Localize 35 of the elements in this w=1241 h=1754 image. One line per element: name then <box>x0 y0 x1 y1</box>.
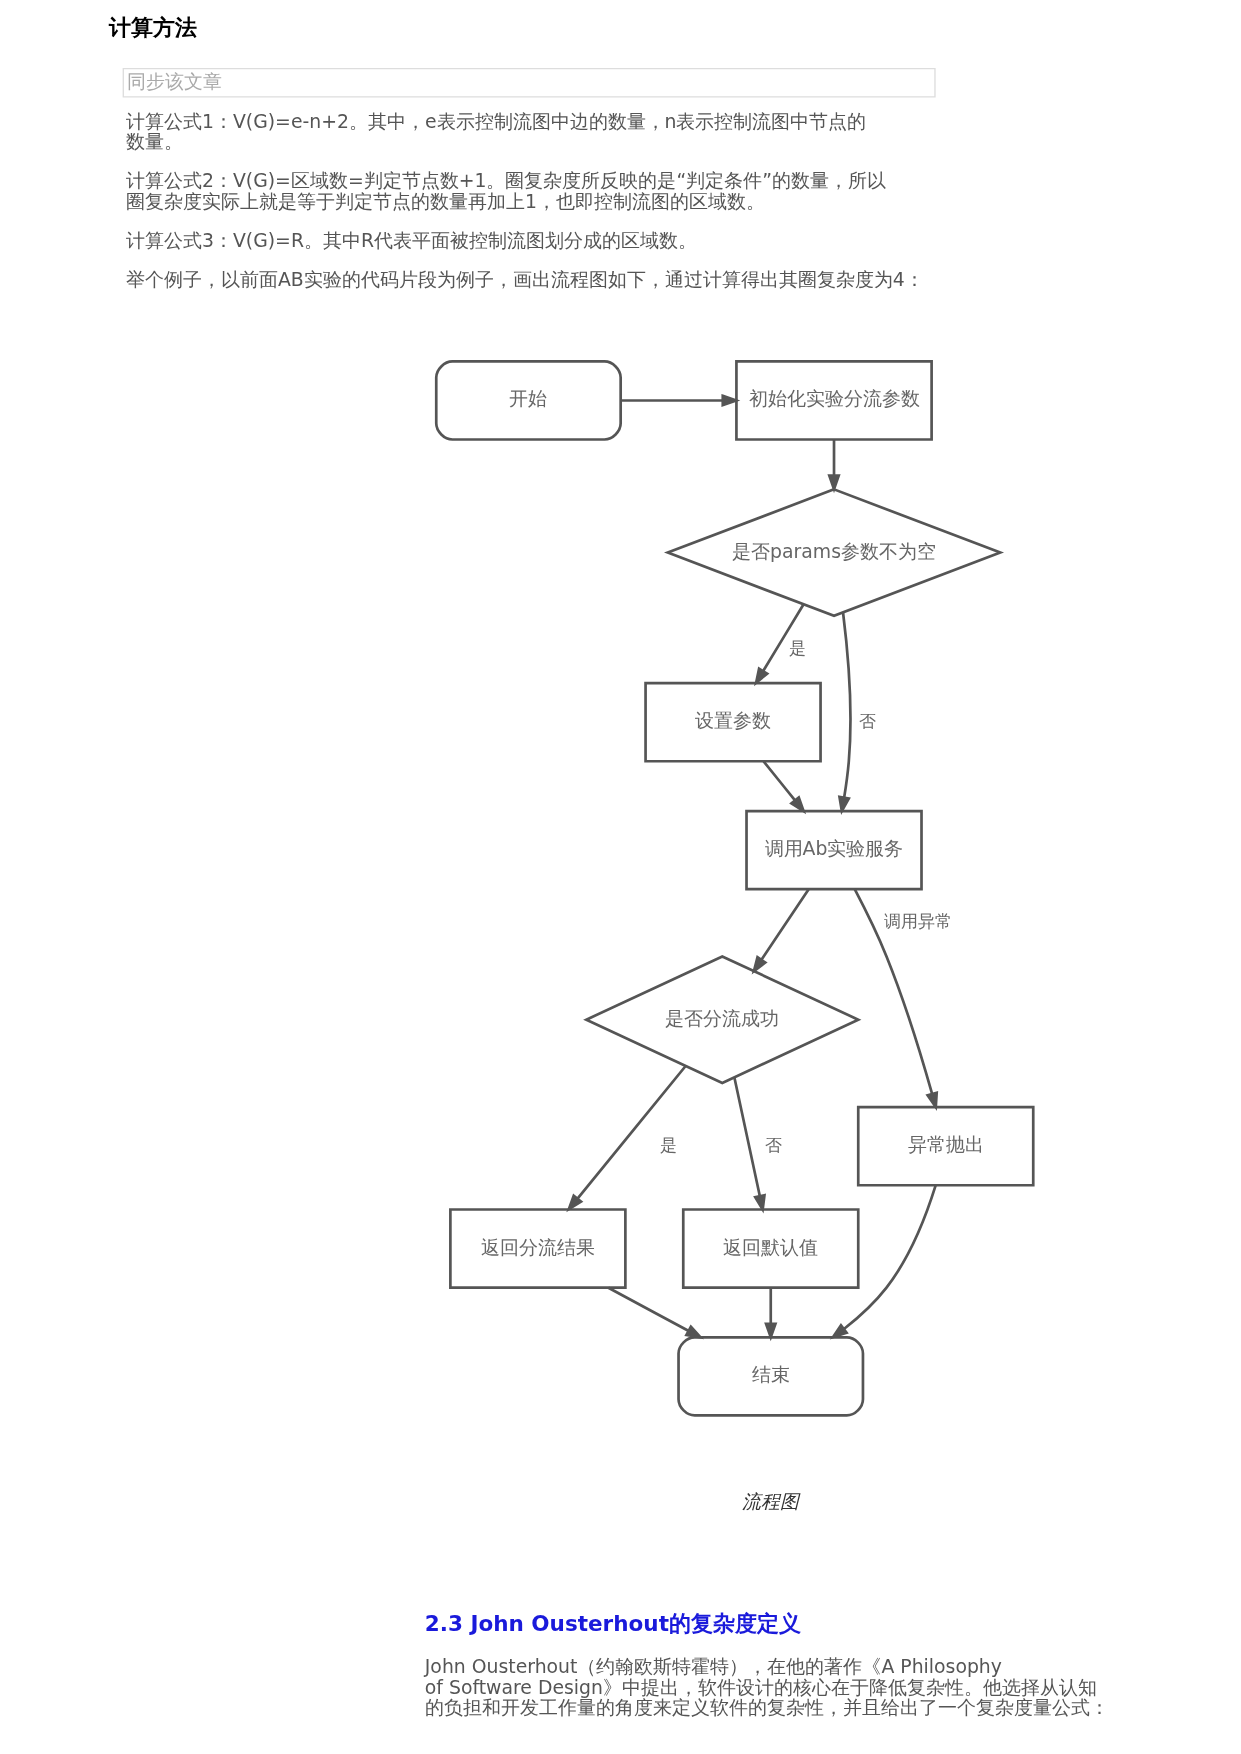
node-box: 结束 <box>676 1336 864 1417</box>
arrow <box>763 1287 777 1342</box>
node-diamond: 是否params参数不为空 <box>663 487 1004 618</box>
arrow <box>732 1077 766 1214</box>
node-box: 设置参数 <box>643 681 822 763</box>
label: 同步该文章 <box>126 70 222 92</box>
edge-label: 调用异常 <box>883 911 952 932</box>
caption: 流程图 <box>741 1490 799 1512</box>
diagram-title: 计算方法 <box>108 15 197 41</box>
edge-label: 是 <box>788 638 806 659</box>
arrow <box>853 888 938 1111</box>
label: 计算公式3：V(G)=R。其中R代表平面被控制流图划分成的区域数。 <box>125 229 697 251</box>
edge-label: 是 <box>659 1134 677 1155</box>
arrow <box>753 603 805 687</box>
arrow <box>565 1065 686 1213</box>
node-box: 返回默认值 <box>681 1208 860 1289</box>
edge-label: 否 <box>858 710 876 731</box>
arrow <box>751 888 810 975</box>
label: John Ousterhout（约翰欧斯特霍特），在他的著作《A Philosophy of Software Design》中提出，软件设计的核心在于降低复杂性。他选择从认知的负担和开发工作量的角度来定义软件的复杂性，并且给出了一个复杂度量公式： <box>424 1656 1109 1718</box>
node-box: 返回分流结果 <box>448 1208 627 1289</box>
arrow <box>620 393 740 408</box>
arrow <box>826 439 841 494</box>
label: 计算公式2：V(G)=区域数=判定节点数+1。圈复杂度所反映的是“判定条件”的数量，所以圈复杂度实际上就是等于判定节点的数量再加上1，也即控制流图的区域数。 <box>125 170 886 212</box>
node-box: 初始化实验分流参数 <box>734 360 933 441</box>
node-box: 异常抛出 <box>856 1105 1035 1187</box>
label: 举个例子，以前面AB实验的代码片段为例子，画出流程图如下，通过计算得出其圈复杂度为4： <box>125 268 924 290</box>
node-box: 调用Ab实验服务 <box>744 809 923 891</box>
arrow <box>607 1286 704 1340</box>
node-box: 开始 <box>434 360 622 441</box>
label: 2.3 John Ousterhout的复杂度定义 <box>424 1611 801 1637</box>
arrow <box>829 1185 937 1340</box>
arrow <box>762 760 806 815</box>
arrow <box>837 612 852 816</box>
label: 计算公式1：V(G)=e-n+2。其中，e表示控制流图中边的数量，n表示控制流图中节点的数量。 <box>125 111 866 153</box>
edge-label: 否 <box>764 1134 782 1155</box>
